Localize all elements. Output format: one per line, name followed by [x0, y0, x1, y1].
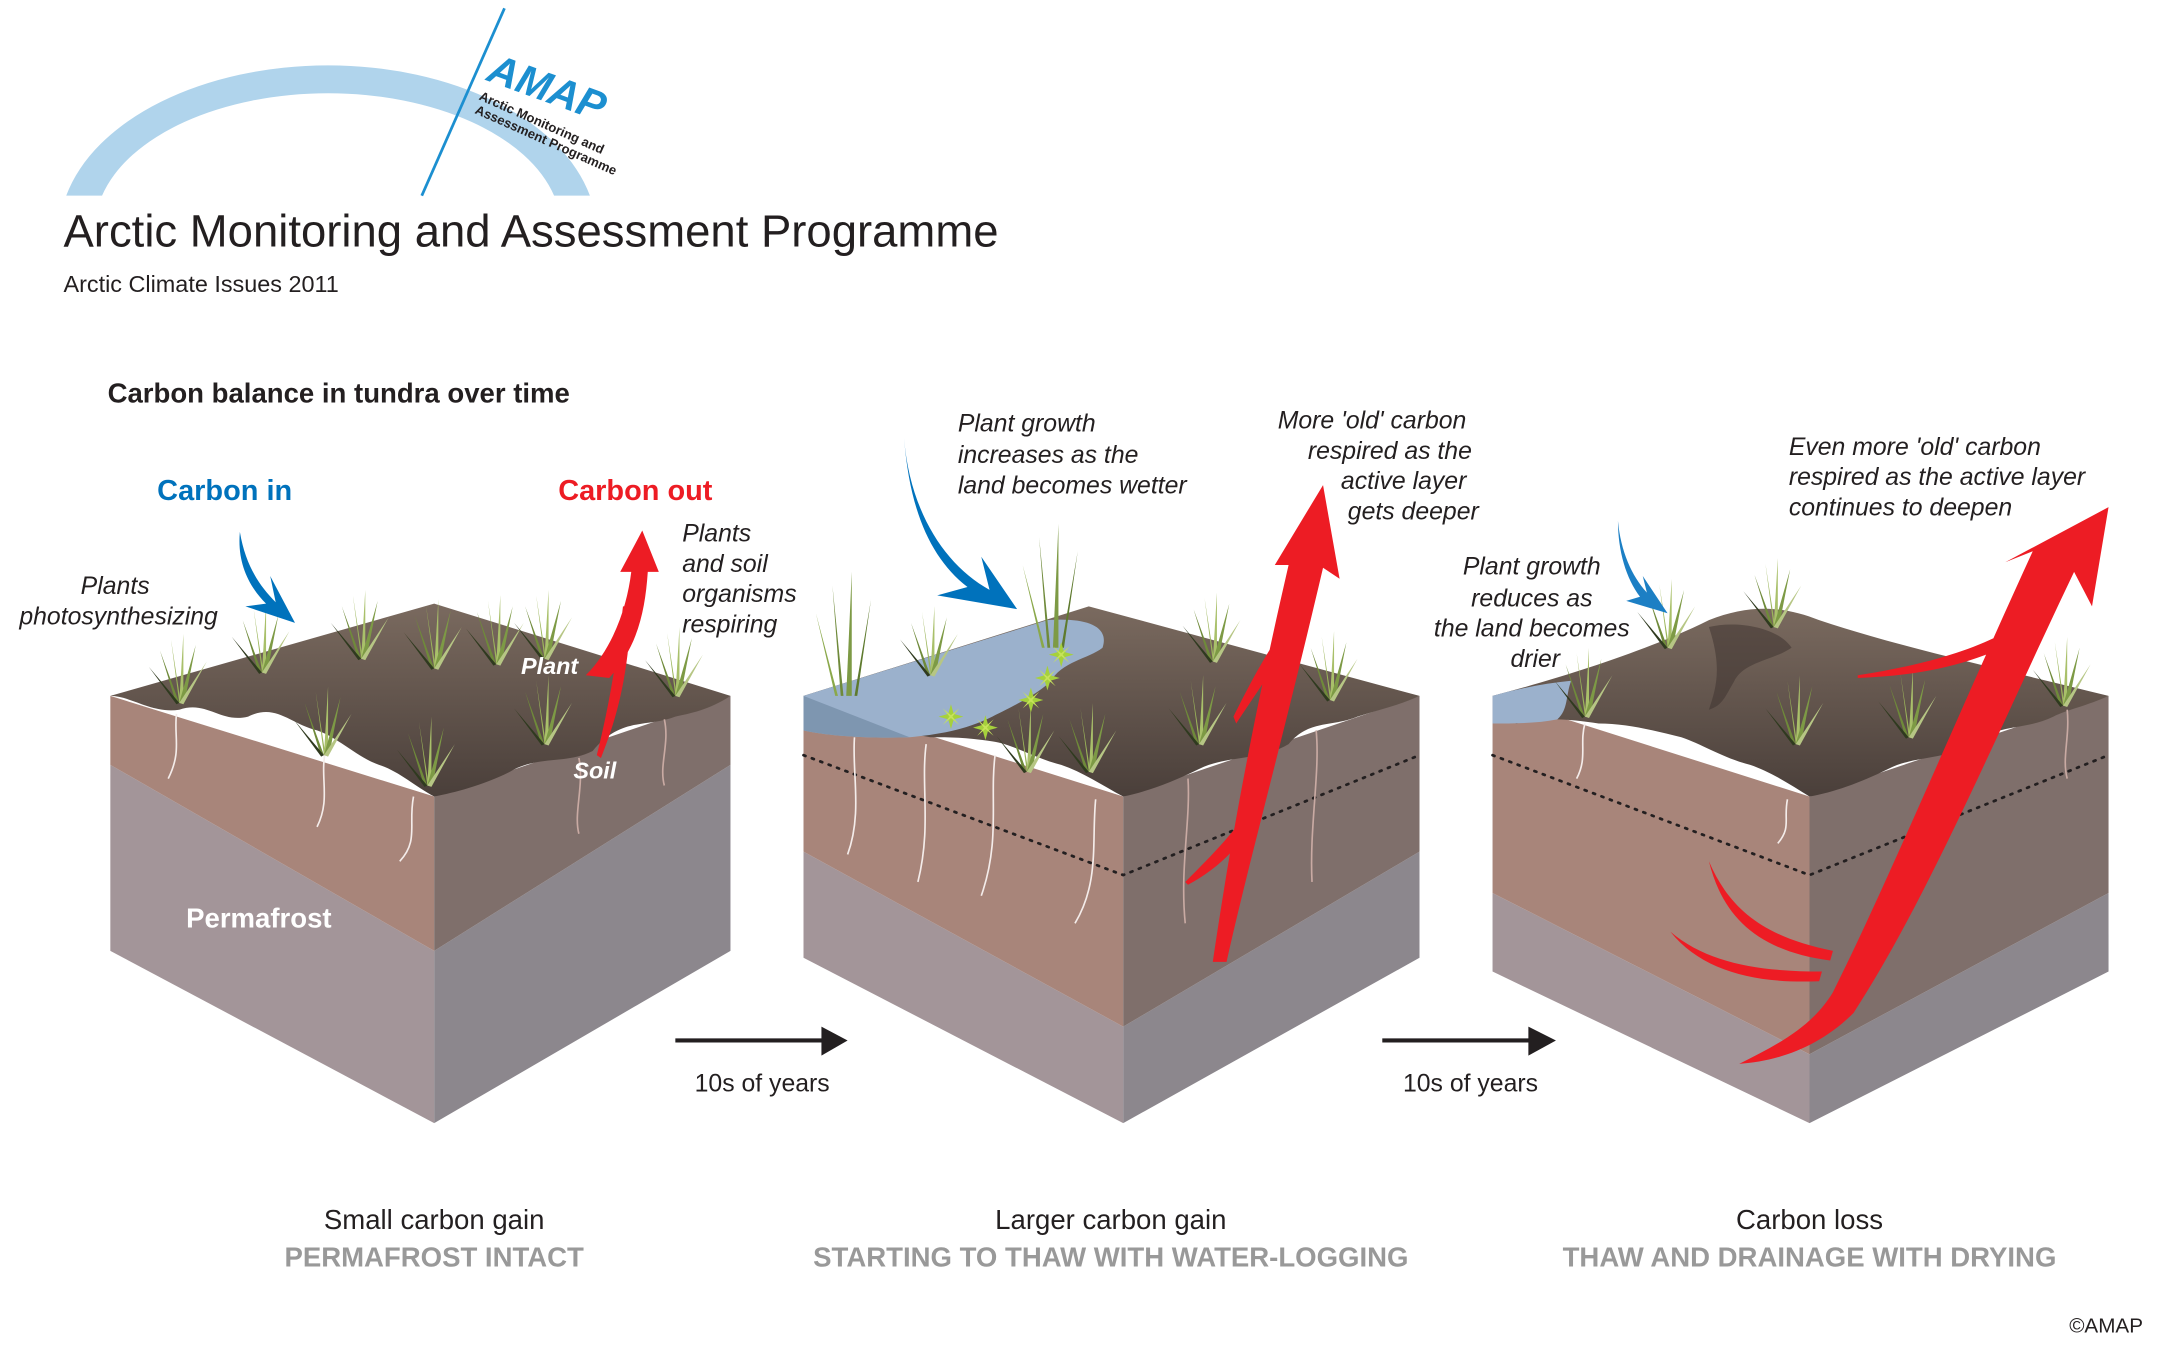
carbon-out-arrow [585, 530, 659, 758]
soil-right-face [1809, 695, 2109, 1055]
permafrost-left-face [110, 764, 435, 1124]
note-photosynthesizing: Plants photosynthesizing [18, 573, 218, 630]
note-old-carbon: More 'old' carbon respired as the active… [1278, 408, 1481, 526]
time-label-2: 10s of years [1403, 1070, 1538, 1097]
copyright: ©AMAP [2069, 1315, 2143, 1338]
amap-logo: AMAP Arctic Monitoring and Assessment Pr… [66, 7, 619, 197]
permafrost-right-face [434, 764, 731, 1124]
soil-right-face [1123, 695, 1420, 1027]
subcaption-panel2: STARTING TO THAW WITH WATER-LOGGING [813, 1241, 1408, 1272]
roots [167, 713, 667, 862]
captions: Small carbon gain PERMAFROST INTACT Larg… [284, 1204, 2056, 1272]
time-arrow-2: 10s of years [1382, 1026, 1556, 1097]
soil-label: Soil [573, 758, 616, 784]
permafrost-right-face [1123, 851, 1420, 1124]
page-subtitle: Arctic Climate Issues 2011 [63, 271, 338, 297]
carbon-in-arrow [239, 531, 295, 623]
note-even-more-old-carbon: Even more 'old' carbon respired as the a… [1789, 434, 2092, 522]
roots [1575, 709, 2069, 844]
water-remnant [1492, 680, 1572, 724]
panel-thaw-and-drainage: Plant growth reduces as the land becomes… [1434, 434, 2110, 1124]
active-layer-line [802, 753, 1421, 877]
figure-heading: Carbon balance in tundra over time [108, 377, 570, 408]
permafrost-right-face [1809, 892, 2109, 1124]
permafrost-left-face [1492, 892, 1810, 1124]
logo-arc [66, 65, 590, 196]
water-pool [803, 619, 1104, 738]
permafrost-left-face [803, 851, 1124, 1124]
carbon-in-arrow [1617, 520, 1668, 614]
subcaption-panel1: PERMAFROST INTACT [284, 1241, 584, 1272]
page-title: Arctic Monitoring and Assessment Program… [63, 206, 998, 257]
carbon-in-label: Carbon in [157, 475, 292, 507]
permafrost-label: Permafrost [186, 902, 331, 933]
logo-diagonal-line [420, 7, 506, 197]
carbon-out-arrow [1670, 507, 2109, 1064]
thermokarst-trough [1708, 624, 1792, 710]
time-arrow-1: 10s of years [675, 1026, 848, 1097]
plant-label: Plant [521, 653, 579, 679]
soil-left-face [803, 695, 1124, 1027]
roots [846, 730, 1318, 924]
panel-permafrost-intact: Carbon in Carbon out Plants photosynthes… [18, 475, 803, 1124]
caption-panel1: Small carbon gain [324, 1204, 545, 1235]
note-respiring: Plants and soil organisms respiring [682, 521, 803, 639]
caption-panel2: Larger carbon gain [995, 1204, 1226, 1235]
water-edge [803, 695, 910, 738]
time-label-1: 10s of years [695, 1070, 830, 1097]
carbon-out-label: Carbon out [558, 475, 713, 507]
note-plant-growth-drier: Plant growth reduces as the land becomes… [1434, 554, 1637, 673]
subcaption-panel3: THAW AND DRAINAGE WITH DRYING [1563, 1241, 2057, 1272]
carbon-in-arrow [904, 438, 1018, 610]
note-plant-growth-wetter: Plant growth increases as the land becom… [958, 410, 1189, 499]
soil-left-face [110, 695, 435, 951]
soil-right-face [434, 695, 731, 951]
carbon-out-arrow [1185, 485, 1340, 962]
caption-panel3: Carbon loss [1736, 1204, 1883, 1235]
panel-starting-to-thaw: Plant growth increases as the land becom… [802, 408, 1481, 1124]
